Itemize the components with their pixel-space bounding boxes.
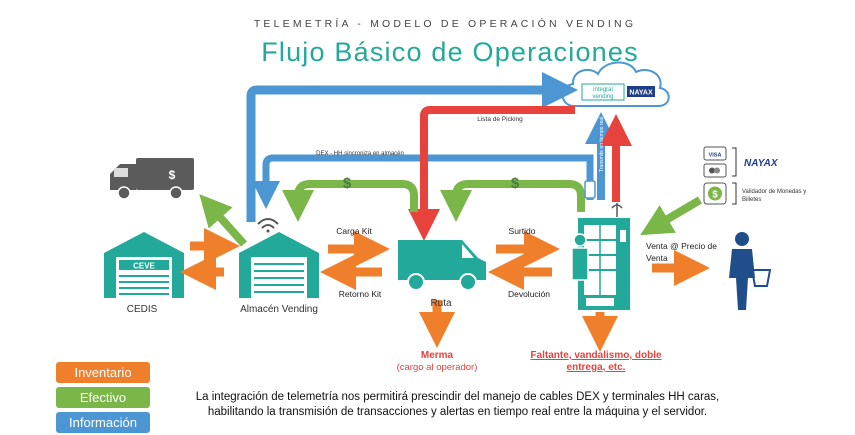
faltante-line1: Faltante, vandalismo, doble [530,350,662,361]
wifi-icon [257,218,279,233]
footnote-line2: habilitando la transmisión de transaccio… [207,406,708,418]
shopper-icon [729,232,772,310]
vending-operator-icon [571,233,589,281]
label-dex-sync: DEX - HH sincroniza en almacén [316,151,404,157]
validador-line1: Validador de Monedas y [742,189,806,195]
cloud-server: integral vending NAYAX [561,61,670,107]
footnote-line1: La integración de telemetría nos permiti… [195,391,720,403]
cash-arrow-machine-ruta [440,180,585,222]
smartphone-icon [584,180,596,199]
info-arrow-top [246,72,578,222]
nayax-label: NAYAX [744,158,779,169]
card-reader-icons: VISA [703,146,727,178]
cash-arrow-ruta-almacen [282,180,418,222]
legend-informacion: Información [56,412,150,433]
visa-label: VISA [709,153,722,159]
label-transmite: Transmite en tiempo real [599,117,605,172]
legend-inventario: Inventario [56,362,150,383]
antenna-icon [611,203,623,217]
faltante-line2: entrega, etc. [567,362,626,373]
footnote: La integración de telemetría nos permiti… [180,390,735,420]
label-devolucion: Devolución [508,289,550,299]
nayax-bracket [732,147,737,177]
info-arrow-dex [252,154,594,209]
payment-arrow-in [640,196,703,236]
cedis-label: CEDIS [127,304,158,315]
almacen-warehouse-icon [239,232,319,298]
merma-line1: Merma [421,350,454,361]
cloud-brand1-line1: integral [593,87,613,93]
label-lista-picking: Lista de Picking [477,116,523,123]
cloud-brand2: NAYAX [629,90,653,97]
cloud-brand1-line2: vending [592,94,613,100]
validator-bracket [732,182,737,205]
route-van-icon [398,240,486,291]
almacen-label: Almacén Vending [240,304,318,315]
dollar-sign-2: $ [511,175,520,192]
label-surtido: Surtido [509,226,536,236]
validador-line2: Billetes [742,197,761,203]
label-retorno-kit: Retorno Kit [339,289,382,299]
label-venta-line2: Venta [646,253,668,263]
coin-validator-icon: $ [703,182,727,205]
merma-line2: (cargo al operador) [397,362,478,373]
cedis-sign: CEVE [133,262,155,271]
truck-dollar-label: $ [169,168,176,182]
header-subtitle: TELEMETRÍA - MODELO DE OPERACIÓN VENDING [254,17,636,30]
legend-efectivo: Efectivo [56,387,150,408]
label-venta-line1: Venta @ Precio de [646,241,717,251]
picking-arrow [408,106,575,241]
cash-arrow-almacen-cedis [199,194,247,247]
coin-dollar-label: $ [712,190,718,201]
cedis-warehouse-icon: CEVE [104,232,184,298]
ruta-label: Ruta [430,298,452,309]
page-title: Flujo Básico de Operaciones [261,37,639,67]
delivery-truck-icon: $ [110,158,194,200]
label-carga-kit: Carga Kit [336,226,372,236]
vending-machine-icon [578,218,630,310]
dollar-sign-1: $ [343,175,352,192]
